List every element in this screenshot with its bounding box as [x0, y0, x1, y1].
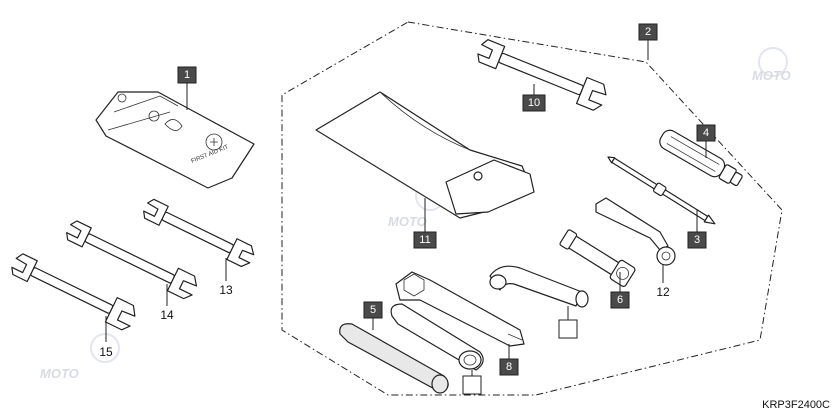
- callout-5: 5: [363, 301, 383, 319]
- callout-label: 8: [506, 361, 512, 373]
- diagram-code: KRP3F2400C: [762, 399, 830, 411]
- callout-11: 11: [413, 231, 437, 249]
- toolkit-boundary: [281, 21, 783, 396]
- callout-label: 4: [703, 127, 709, 139]
- callout-15: 15: [99, 345, 113, 359]
- callout-label: 2: [645, 26, 651, 38]
- callout-label: 1: [184, 69, 190, 81]
- first-aid-kit: FIRST AID KIT: [95, 91, 255, 189]
- callout-label: 14: [160, 308, 174, 322]
- callout-1: 1: [177, 66, 197, 84]
- wrench-15: [11, 253, 136, 331]
- watermark-text: MOTO: [752, 68, 791, 83]
- ring-spanner: [595, 197, 676, 266]
- callout-3: 3: [687, 231, 707, 249]
- extension-tube: [390, 303, 484, 371]
- callout-12: 12: [656, 285, 670, 299]
- watermark-top-right: MOTO: [752, 47, 791, 83]
- watermark-text: MOTO: [40, 366, 79, 381]
- callout-empty-1: [558, 319, 578, 339]
- grey-sleeve: [339, 323, 449, 394]
- screwdriver-handle: [659, 129, 743, 187]
- callout-label: 13: [219, 283, 233, 297]
- bent-pipe-wrench: [489, 265, 589, 308]
- callout-label: 3: [694, 234, 700, 246]
- callout-2: 2: [638, 23, 658, 41]
- callout-label: 11: [419, 234, 430, 246]
- callout-label: 6: [617, 294, 623, 306]
- flat-spanner: [395, 271, 525, 347]
- callout-6: 6: [610, 291, 630, 309]
- tool-bag: [315, 91, 535, 219]
- callout-14: 14: [160, 308, 174, 322]
- callout-label: 12: [656, 285, 670, 299]
- callout-label: 15: [99, 345, 113, 359]
- callout-8: 8: [499, 358, 519, 376]
- wrench-10: [477, 39, 607, 111]
- callout-4: 4: [696, 124, 716, 142]
- callout-empty-2: [462, 375, 482, 395]
- watermark-text: MOTO: [388, 214, 427, 229]
- screwdriver-blade: [607, 156, 716, 225]
- callout-label: 10: [528, 97, 540, 109]
- socket-wrench: [559, 229, 636, 287]
- callout-10: 10: [522, 94, 546, 112]
- callout-label: 5: [370, 304, 376, 316]
- wrench-13: [143, 198, 255, 268]
- wrench-14: [66, 220, 198, 300]
- watermark-bottom-left: MOTO: [40, 333, 120, 381]
- callout-13: 13: [219, 283, 233, 297]
